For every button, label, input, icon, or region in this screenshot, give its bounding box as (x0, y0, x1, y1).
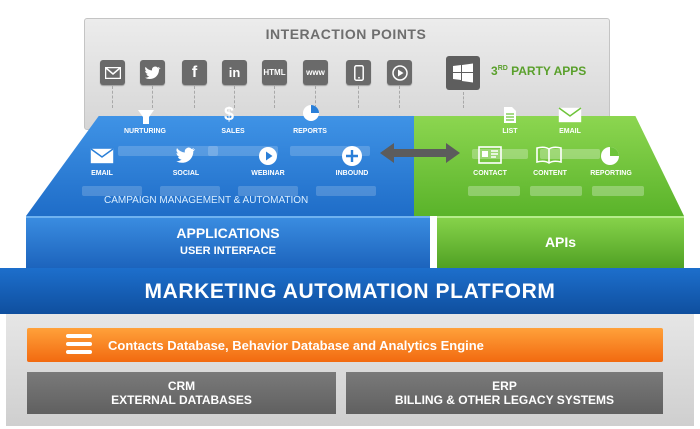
slot (316, 186, 376, 196)
nurturing-label: NURTURING (124, 128, 166, 135)
connector-line (112, 86, 114, 108)
connector-line (234, 86, 236, 108)
mobile-icon (346, 60, 371, 85)
mail-icon (100, 60, 125, 85)
nurturing-icon (136, 108, 156, 131)
www-icon: www (303, 60, 328, 85)
email-icon (90, 148, 114, 169)
database-stack-icon (66, 334, 92, 356)
analytics-engine-bar (27, 328, 663, 362)
applications-title: APPLICATIONS (176, 225, 280, 241)
content-book-icon (536, 146, 562, 169)
sales-label: SALES (221, 128, 245, 135)
social-icon (176, 147, 196, 169)
slot (472, 149, 528, 159)
analytics-engine-label: Contacts Database, Behavior Database and… (108, 338, 484, 353)
connector-line (194, 86, 196, 108)
apis-title: APIs (544, 234, 577, 250)
erp-box: ERP BILLING & OTHER LEGACY SYSTEMS (346, 372, 663, 414)
erp-subtitle: BILLING & OTHER LEGACY SYSTEMS (394, 393, 615, 407)
reporting-label: REPORTING (590, 170, 632, 177)
apis-front (437, 216, 684, 270)
facebook-icon: f (182, 60, 207, 85)
slot (530, 186, 582, 196)
bidirectional-arrow-icon (380, 141, 460, 170)
webinar-play-icon (258, 146, 278, 171)
inbound-label: INBOUND (335, 170, 369, 177)
applications-front (26, 216, 430, 270)
crm-title: CRM (167, 379, 196, 393)
windows-apps-icon (446, 56, 480, 90)
connector-line (358, 86, 360, 108)
contact-label: CONTACT (473, 170, 507, 177)
slot (592, 186, 644, 196)
platform-band (0, 268, 700, 314)
connector-line (274, 86, 276, 108)
slot (82, 186, 142, 196)
connector-line (315, 86, 317, 108)
applications-subtitle: USER INTERFACE (180, 245, 276, 257)
slot (468, 186, 520, 196)
apis-surface (414, 116, 684, 216)
crm-box: CRM EXTERNAL DATABASES (27, 372, 336, 414)
html-icon: HTML (262, 60, 287, 85)
slot (118, 146, 218, 156)
crm-subtitle: EXTERNAL DATABASES (111, 393, 252, 407)
webinar-label: WEBINAR (251, 170, 285, 177)
connector-line (152, 86, 154, 108)
connector-line (399, 86, 401, 108)
content-label: CONTENT (533, 170, 567, 177)
campaign-management-label: CAMPAIGN MANAGEMENT & AUTOMATION (104, 195, 309, 206)
slot (208, 146, 278, 156)
slot (160, 186, 220, 196)
slot (540, 149, 600, 159)
slot (238, 186, 298, 196)
list-icon (503, 106, 517, 129)
linkedin-icon: in (222, 60, 247, 85)
slot (290, 146, 370, 156)
video-play-icon (387, 60, 412, 85)
platform-title: MARKETING AUTOMATION PLATFORM (144, 280, 556, 303)
social-label: SOCIAL (172, 170, 200, 177)
applications-surface (26, 116, 430, 216)
inbound-icon (341, 145, 363, 172)
list-label: LIST (502, 128, 518, 135)
api-email-label: EMAIL (559, 128, 581, 135)
email-label: EMAIL (91, 170, 113, 177)
interaction-points-title: INTERACTION POINTS (265, 26, 427, 42)
twitter-icon (140, 60, 165, 85)
dollar-icon: $ (224, 104, 235, 124)
api-email-icon (558, 107, 582, 128)
third-party-apps-label: 3RD PARTY APPS (491, 64, 587, 78)
reports-pie-icon (302, 104, 320, 127)
contact-card-icon (478, 146, 502, 169)
reporting-pie-icon (600, 146, 620, 171)
connector-line (463, 92, 465, 108)
erp-title: ERP (492, 379, 517, 393)
reports-label: REPORTS (293, 128, 327, 135)
